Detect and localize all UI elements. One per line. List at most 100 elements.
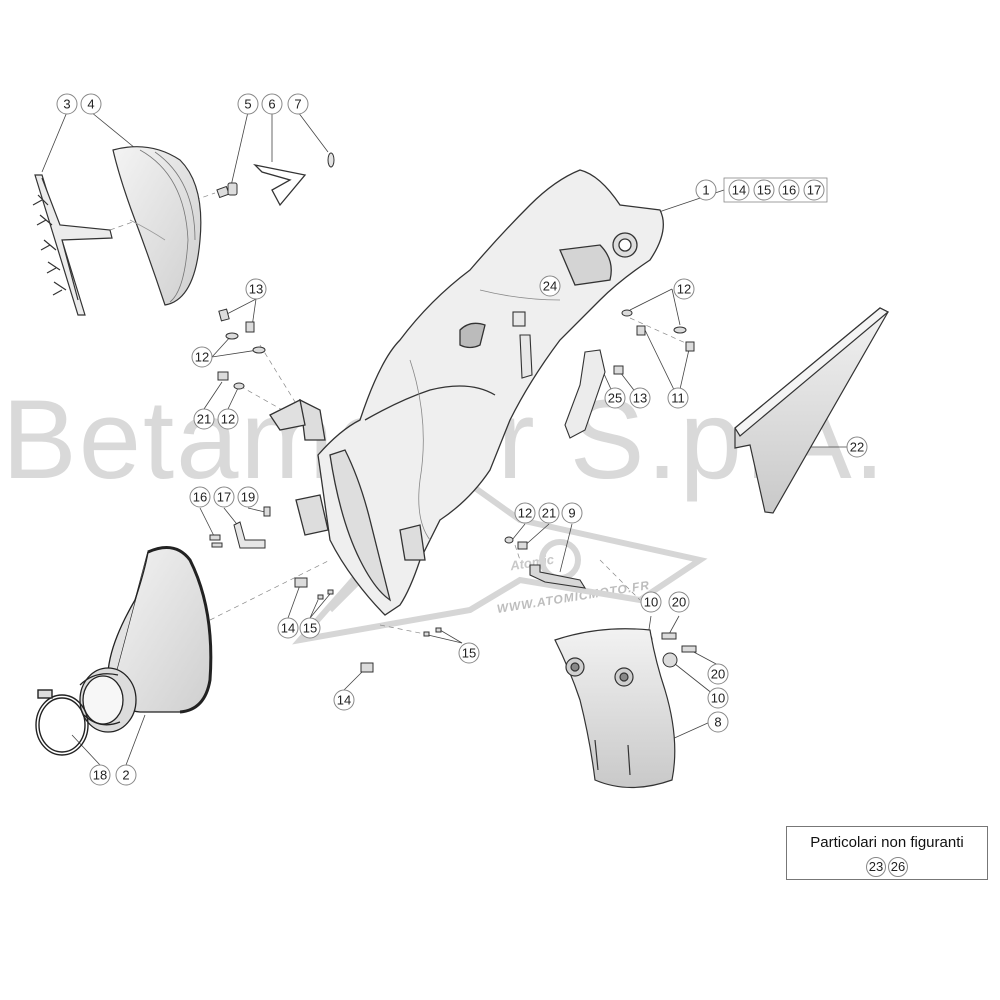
callout-c25: 25: [604, 387, 626, 409]
filter-cage-part: [32, 174, 113, 316]
callout-circle: [695, 179, 717, 201]
callout-circle: [189, 486, 211, 508]
callout-label: 17: [217, 490, 231, 505]
callout-c15a: 15: [753, 179, 775, 201]
callout-circle: [237, 486, 259, 508]
callout-circle: [333, 689, 355, 711]
callout-c18: 18: [89, 764, 111, 786]
note-title: Particolari non figuranti: [810, 834, 964, 851]
callout-label: 12: [677, 282, 691, 297]
pad-part-22: [734, 307, 890, 514]
callout-label: 10: [711, 691, 725, 706]
callout-c5: 5: [237, 93, 259, 115]
callout-circle: [193, 408, 215, 430]
callout-circle: [287, 93, 309, 115]
callout-c14b: 14: [277, 617, 299, 639]
callout-c24: 24: [539, 275, 561, 297]
callout-circle: [261, 93, 283, 115]
callout-c12d: 12: [514, 502, 536, 524]
callout-label: 9: [568, 506, 575, 521]
callout-circle: [604, 387, 626, 409]
callout-label: 15: [462, 646, 476, 661]
callout-circle: [89, 764, 111, 786]
callout-circle: [778, 179, 800, 201]
callout-circle: [115, 764, 137, 786]
callout-c16b: 16: [189, 486, 211, 508]
callout-circle: [707, 687, 729, 709]
bolt-part-5: [216, 182, 238, 199]
callout-c19: 19: [237, 486, 259, 508]
callout-c12b: 12: [217, 408, 239, 430]
callout-label: 12: [518, 506, 532, 521]
callout-c13a: 13: [245, 278, 267, 300]
callout-c10b: 10: [707, 687, 729, 709]
callout-circle: [245, 278, 267, 300]
callout-c13b: 13: [629, 387, 651, 409]
callout-circle: [846, 436, 868, 458]
callout-circle: [80, 93, 102, 115]
callout-label: 13: [633, 391, 647, 406]
callout-circle: [667, 387, 689, 409]
callout-circle: [458, 642, 480, 664]
callout-circle: [561, 502, 583, 524]
callout-c22: 22: [846, 436, 868, 458]
callout-c11: 11: [667, 387, 689, 409]
callout-c14a: 14: [728, 179, 750, 201]
hose-clamp-part: [35, 689, 89, 756]
callout-circle: [728, 179, 750, 201]
callout-label: 17: [807, 183, 821, 198]
airbox-body-part: [269, 169, 664, 616]
callout-c9: 9: [561, 502, 583, 524]
callout-circle: [640, 591, 662, 613]
callout-circle: [277, 617, 299, 639]
callout-c15b: 15: [299, 617, 321, 639]
callout-c21b: 21: [538, 502, 560, 524]
callout-label: 15: [303, 621, 317, 636]
callout-label: 8: [714, 715, 721, 730]
callout-label: 12: [221, 412, 235, 427]
callout-c1: 1: [695, 179, 717, 201]
callout-label: 3: [63, 97, 70, 112]
callout-circle: [213, 486, 235, 508]
callout-label: 20: [711, 667, 725, 682]
note-callout-23: 23: [866, 857, 886, 877]
callout-label: 25: [608, 391, 622, 406]
callout-c16a: 16: [778, 179, 800, 201]
callout-c7: 7: [287, 93, 309, 115]
callout-label: 24: [543, 279, 557, 294]
callout-c10a: 10: [640, 591, 662, 613]
callout-circle: [538, 502, 560, 524]
callout-label: 5: [244, 97, 251, 112]
callout-c21a: 21: [193, 408, 215, 430]
callout-label: 11: [671, 391, 685, 406]
callout-circle: [191, 346, 213, 368]
callout-circle: [673, 278, 695, 300]
callout-c4: 4: [80, 93, 102, 115]
callout-label: 16: [193, 490, 207, 505]
callout-label: 18: [93, 768, 107, 783]
callout-c15c: 15: [458, 642, 480, 664]
callout-label: 2: [122, 768, 129, 783]
heat-guard-part: [554, 628, 676, 789]
callout-c3: 3: [56, 93, 78, 115]
callout-label: 10: [644, 595, 658, 610]
intake-boot-part: [79, 546, 213, 733]
callout-label: 16: [782, 183, 796, 198]
callout-circle: [237, 93, 259, 115]
callout-label: 21: [542, 506, 556, 521]
air-filter-part: [112, 146, 202, 306]
callout-c2: 2: [115, 764, 137, 786]
callout-label: 4: [87, 97, 94, 112]
callout-circle: [629, 387, 651, 409]
note-callout-26: 26: [888, 857, 908, 877]
callout-c17a: 17: [803, 179, 825, 201]
callout-label: 19: [241, 490, 255, 505]
callout-circle: [299, 617, 321, 639]
callout-label: 14: [337, 693, 351, 708]
callout-label: 14: [732, 183, 746, 198]
callout-label: 1: [702, 183, 709, 198]
